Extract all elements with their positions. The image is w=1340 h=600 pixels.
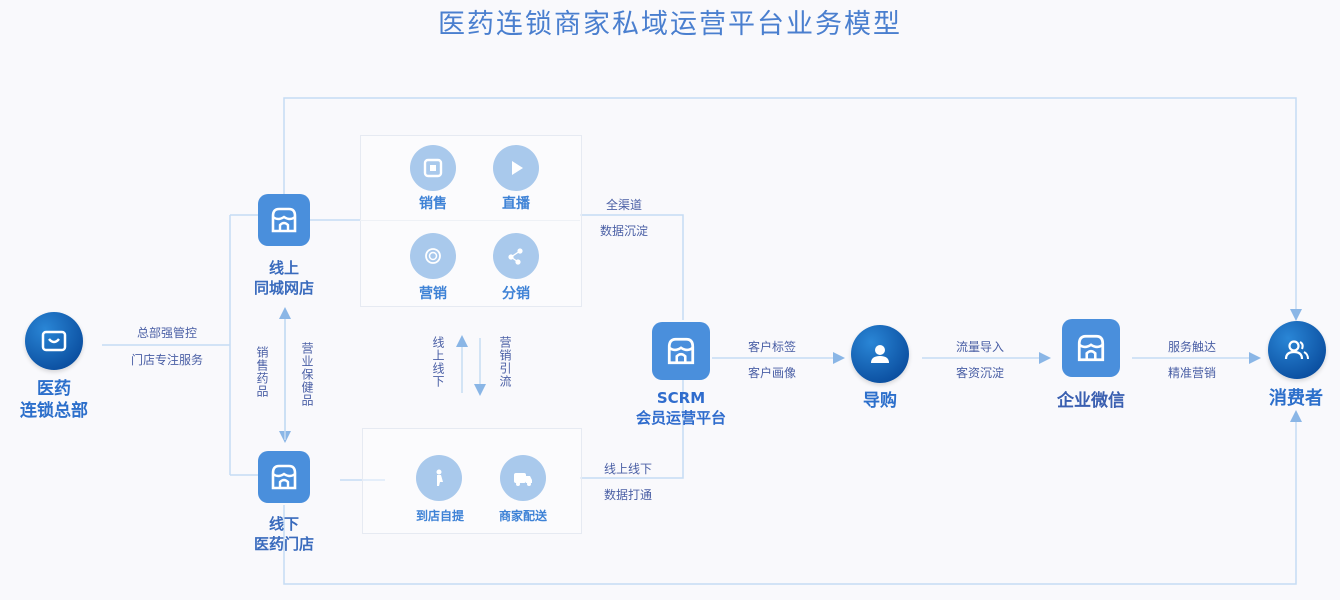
edge-label-guide-top: 流量导入 [955, 340, 1004, 354]
storefront-icon [271, 207, 297, 233]
edge-label-online-bottom: 数据沉淀 [599, 224, 648, 238]
target-icon [425, 248, 441, 264]
online-store-node[interactable] [258, 194, 310, 246]
service-pickup[interactable] [416, 455, 462, 501]
offline-store-node[interactable] [258, 451, 310, 503]
edge-label-mid-left: 线上线下 [431, 336, 445, 388]
service-delivery[interactable] [500, 455, 546, 501]
edge-label-store-right: 营业保健品 [300, 342, 314, 407]
edge-label-store-left: 销售药品 [255, 346, 269, 398]
scrm-node[interactable] [652, 322, 710, 380]
online-store-label: 线上 同城网店 [234, 258, 334, 298]
edge-label-hq-bottom: 门店专注服务 [130, 353, 203, 367]
edge-label-mid-right: 营销引流 [498, 336, 512, 388]
share-icon [508, 248, 523, 265]
scrm-label-line1: SCRM [656, 389, 706, 407]
online-store-label-line2: 同城网店 [253, 279, 314, 297]
hq-label-line1: 医药 [37, 379, 71, 399]
offline-store-label-line1: 线下 [268, 515, 299, 533]
edge-label-scrm-bottom: 客户画像 [747, 366, 796, 380]
online-services-box [360, 135, 582, 307]
service-delivery-label: 商家配送 [498, 509, 547, 523]
wecom-node[interactable] [1062, 319, 1120, 377]
edge-label-scrm-top: 客户标签 [747, 340, 796, 354]
square-icon [423, 158, 443, 178]
storefront-icon [667, 337, 695, 365]
guide-label: 导购 [863, 391, 897, 411]
edge-label-guide-bottom: 客资沉淀 [955, 366, 1004, 380]
service-marketing[interactable] [410, 233, 456, 279]
agent-icon [871, 345, 889, 363]
edge-label-hq-top: 总部强管控 [136, 326, 197, 340]
truck-icon [514, 473, 532, 486]
play-icon [512, 161, 523, 175]
consumer-node[interactable] [1268, 321, 1326, 379]
edge-label-wecom-top: 服务触达 [1167, 340, 1216, 354]
walk-icon [436, 469, 443, 486]
edge-label-offline-top: 线上线下 [603, 462, 652, 476]
edge-label-offline-bottom: 数据打通 [603, 488, 652, 502]
service-live[interactable] [493, 145, 539, 191]
edge-label-online-top: 全渠道 [605, 198, 642, 212]
users-icon [1284, 340, 1309, 360]
service-live-label: 直播 [502, 196, 530, 212]
storefront-icon [1077, 334, 1105, 362]
service-distribution-label: 分销 [502, 286, 530, 302]
shopping-bag-icon [41, 330, 67, 352]
guide-node[interactable] [851, 325, 909, 383]
scrm-label: SCRM 会员运营平台 [616, 388, 746, 428]
storefront-icon [271, 464, 297, 490]
online-store-label-line1: 线上 [268, 259, 299, 277]
service-distribution[interactable] [493, 233, 539, 279]
hq-label-line2: 连锁总部 [20, 401, 88, 421]
offline-store-label: 线下 医药门店 [234, 514, 334, 554]
diagram-title: 医药连锁商家私域运营平台业务模型 [438, 9, 902, 40]
scrm-label-line2: 会员运营平台 [635, 409, 726, 427]
edge-label-wecom-bottom: 精准营销 [1167, 366, 1216, 380]
offline-store-label-line2: 医药门店 [253, 535, 314, 553]
service-sales[interactable] [410, 145, 456, 191]
hq-label: 医药 连锁总部 [0, 378, 108, 422]
wecom-label: 企业微信 [1057, 391, 1125, 411]
service-sales-label: 销售 [419, 196, 447, 212]
service-marketing-label: 营销 [419, 286, 447, 302]
online-services-divider [360, 220, 580, 221]
hq-node[interactable] [25, 312, 83, 370]
service-pickup-label: 到店自提 [415, 509, 464, 523]
consumer-label: 消费者 [1269, 388, 1323, 409]
